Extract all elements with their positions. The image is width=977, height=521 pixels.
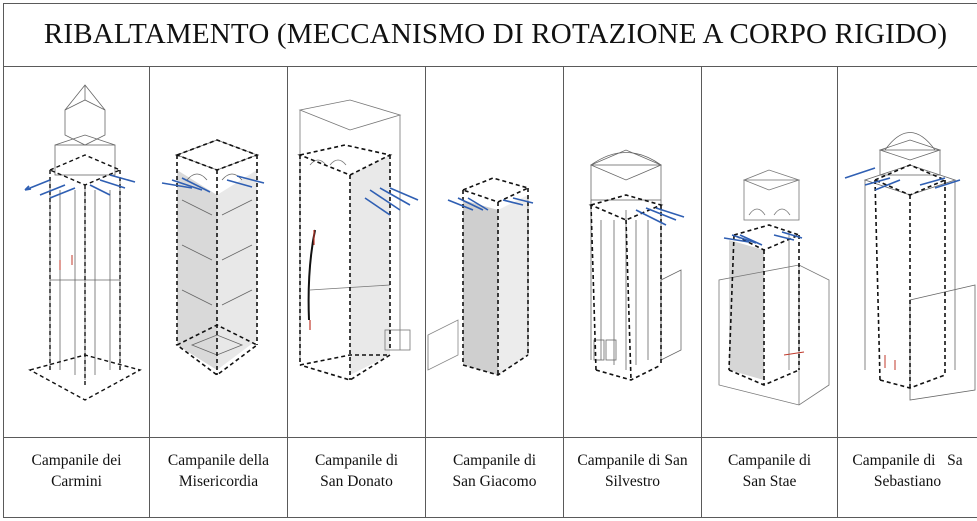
tower-drawing-san-stae <box>718 169 830 406</box>
column-divider <box>425 67 426 518</box>
column-divider <box>837 67 838 518</box>
caption-san-sebastiano: Campanile di Sa Sebastiano <box>852 452 963 490</box>
caption-san-giacomo: Campanile di San Giacomo <box>452 452 537 490</box>
caption-san-donato: Campanile di San Donato <box>314 452 399 490</box>
tower-drawing-misericordia <box>161 139 265 376</box>
caption-san-silvestro: Campanile di San Silvestro <box>577 452 688 490</box>
tower-drawing-carmini <box>24 84 142 401</box>
caption-divider <box>3 437 977 438</box>
caption-san-stae: Campanile di San Stae <box>727 452 812 490</box>
tower-drawing-san-silvestro <box>588 149 685 381</box>
caption-carmini: Campanile dei Carmini <box>31 452 122 490</box>
table-title: RIBALTAMENTO (MECCANISMO DI ROTAZIONE A … <box>3 3 977 67</box>
tower-drawing-san-giacomo <box>427 177 534 376</box>
column-divider <box>287 67 288 518</box>
tower-drawing-san-sebastiano <box>844 132 976 401</box>
tower-drawing-san-donato <box>297 99 419 381</box>
column-divider <box>149 67 150 518</box>
caption-misericordia: Campanile della Misericordia <box>167 452 270 490</box>
column-divider <box>701 67 702 518</box>
table-frame <box>3 3 977 518</box>
column-divider <box>563 67 564 518</box>
